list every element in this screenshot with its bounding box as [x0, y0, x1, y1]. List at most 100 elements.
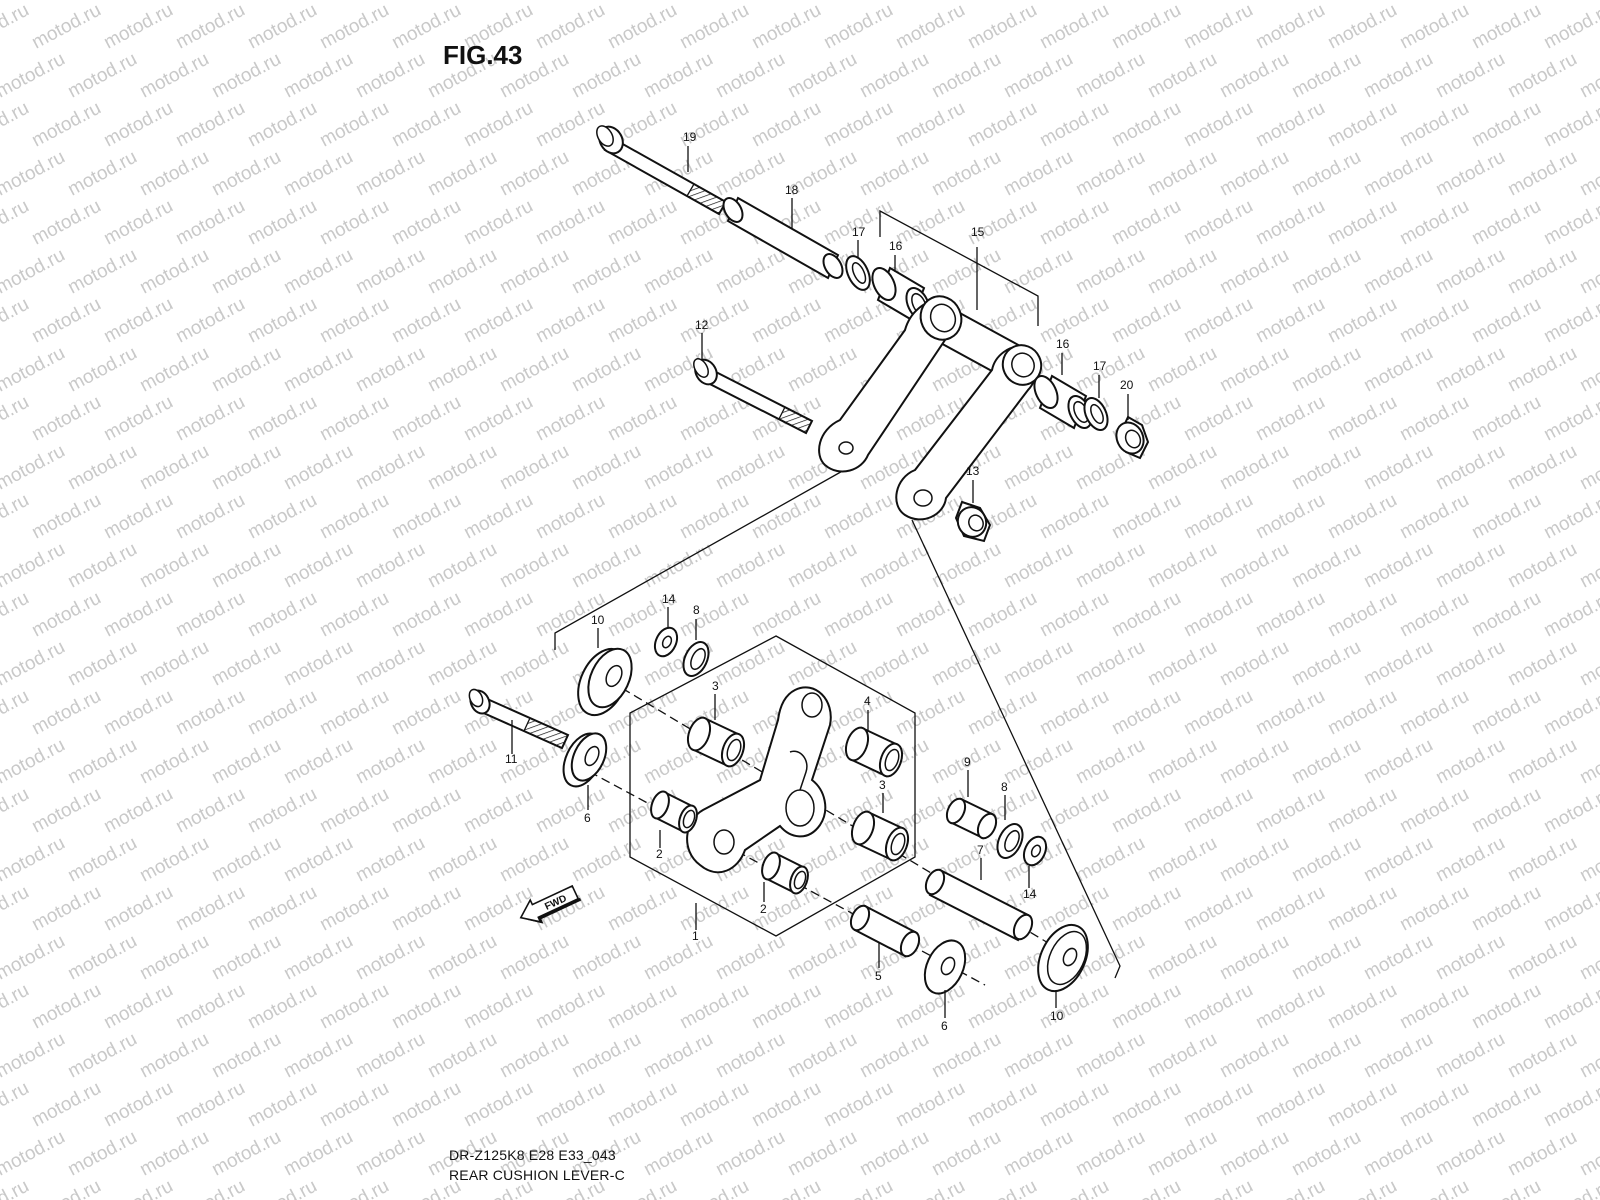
- watermark-text: motod.ru: [1144, 147, 1220, 201]
- watermark-text: motod.ru: [1252, 490, 1328, 544]
- watermark-text: motod.ru: [316, 196, 392, 250]
- watermark-text: motod.ru: [424, 735, 500, 789]
- watermark-text: motod.ru: [460, 588, 536, 642]
- watermark-text: motod.ru: [0, 1029, 69, 1083]
- watermark-text: motod.ru: [1180, 980, 1256, 1034]
- watermark-text: motod.ru: [1360, 735, 1436, 789]
- watermark-text: motod.ru: [0, 882, 33, 936]
- watermark-text: motod.ru: [208, 1029, 284, 1083]
- watermark-text: motod.ru: [1180, 588, 1256, 642]
- watermark-text: motod.ru: [1468, 392, 1544, 446]
- watermark-text: motod.ru: [1072, 343, 1148, 397]
- watermark-text: motod.ru: [460, 294, 536, 348]
- watermark-text: motod.ru: [712, 539, 788, 593]
- watermark-text: motod.ru: [1540, 490, 1600, 544]
- watermark-text: motod.ru: [424, 441, 500, 495]
- watermark-text: motod.ru: [1360, 1127, 1436, 1181]
- watermark-text: motod.ru: [892, 588, 968, 642]
- watermark-text: motod.ru: [748, 0, 824, 53]
- watermark-text: motod.ru: [1180, 392, 1256, 446]
- watermark-text: motod.ru: [352, 343, 428, 397]
- watermark-text: motod.ru: [1360, 833, 1436, 887]
- watermark-text: motod.ru: [424, 245, 500, 299]
- watermark-text: motod.ru: [568, 0, 644, 4]
- watermark-text: motod.ru: [1540, 588, 1600, 642]
- callout-2b: 2: [760, 902, 767, 916]
- watermark-text: motod.ru: [424, 147, 500, 201]
- watermark-text: motod.ru: [136, 735, 212, 789]
- watermark-text: motod.ru: [280, 931, 356, 985]
- watermark-text: motod.ru: [280, 147, 356, 201]
- watermark-text: motod.ru: [100, 0, 176, 53]
- watermark-text: motod.ru: [172, 882, 248, 936]
- watermark-text: motod.ru: [1396, 196, 1472, 250]
- watermark-text: motod.ru: [460, 1078, 536, 1132]
- callout-2: 2: [656, 847, 663, 861]
- watermark-text: motod.ru: [1360, 343, 1436, 397]
- watermark-text: motod.ru: [1432, 245, 1508, 299]
- watermark-text: motod.ru: [676, 882, 752, 936]
- watermark-text: motod.ru: [28, 196, 104, 250]
- watermark-text: motod.ru: [1252, 588, 1328, 642]
- watermark-text: motod.ru: [64, 343, 140, 397]
- watermark-text: motod.ru: [280, 1127, 356, 1181]
- watermark-text: motod.ru: [64, 735, 140, 789]
- watermark-text: motod.ru: [1036, 1176, 1112, 1200]
- callout-6: 6: [584, 811, 591, 825]
- watermark-text: motod.ru: [1432, 147, 1508, 201]
- watermark-text: motod.ru: [1252, 1176, 1328, 1200]
- watermark-text: motod.ru: [100, 294, 176, 348]
- watermark-text: motod.ru: [820, 0, 896, 53]
- watermark-text: motod.ru: [568, 441, 644, 495]
- watermark-text: motod.ru: [1432, 637, 1508, 691]
- watermark-text: motod.ru: [1432, 441, 1508, 495]
- watermark-text: motod.ru: [1576, 147, 1600, 201]
- watermark-text: motod.ru: [928, 539, 1004, 593]
- watermark-text: motod.ru: [1036, 1078, 1112, 1132]
- watermark-text: motod.ru: [1108, 588, 1184, 642]
- watermark-text: motod.ru: [1072, 1127, 1148, 1181]
- callout-17: 17: [852, 225, 866, 239]
- watermark-text: motod.ru: [1000, 735, 1076, 789]
- watermark-text: motod.ru: [244, 0, 320, 53]
- watermark-text: motod.ru: [1180, 1078, 1256, 1132]
- watermark-text: motod.ru: [784, 0, 860, 4]
- part-12-bolt: [693, 358, 814, 435]
- watermark-text: motod.ru: [1396, 392, 1472, 446]
- watermark-text: motod.ru: [208, 343, 284, 397]
- watermark-text: motod.ru: [1036, 0, 1112, 53]
- watermark-text: motod.ru: [280, 343, 356, 397]
- watermark-text: motod.ru: [1216, 539, 1292, 593]
- watermark-text: motod.ru: [1000, 1127, 1076, 1181]
- fwd-arrow-icon: FWD: [519, 884, 582, 924]
- watermark-text: motod.ru: [1108, 490, 1184, 544]
- watermark-text: motod.ru: [532, 490, 608, 544]
- watermark-text: motod.ru: [1216, 1127, 1292, 1181]
- watermark-text: motod.ru: [712, 1029, 788, 1083]
- watermark-text: motod.ru: [712, 0, 788, 4]
- part-7-sleeve: [924, 868, 1034, 942]
- watermark-text: motod.ru: [784, 1127, 860, 1181]
- watermark-text: motod.ru: [1072, 735, 1148, 789]
- watermark-text: motod.ru: [496, 0, 572, 4]
- watermark-text: motod.ru: [0, 1078, 33, 1132]
- watermark-text: motod.ru: [244, 98, 320, 152]
- watermark-text: motod.ru: [640, 245, 716, 299]
- watermark-text: motod.ru: [352, 245, 428, 299]
- watermark-text: motod.ru: [1000, 147, 1076, 201]
- watermark-text: motod.ru: [748, 490, 824, 544]
- watermark-text: motod.ru: [388, 1078, 464, 1132]
- watermark-text: motod.ru: [0, 196, 33, 250]
- watermark-text: motod.ru: [316, 686, 392, 740]
- watermark-text: motod.ru: [388, 392, 464, 446]
- watermark-text: motod.ru: [1216, 931, 1292, 985]
- watermark-text: motod.ru: [1288, 833, 1364, 887]
- watermark-text: motod.ru: [244, 784, 320, 838]
- watermark-text: motod.ru: [388, 882, 464, 936]
- watermark-text: motod.ru: [1216, 0, 1292, 4]
- callout-11: 11: [505, 752, 518, 766]
- watermark-text: motod.ru: [1108, 686, 1184, 740]
- watermark-text: motod.ru: [244, 1176, 320, 1200]
- watermark-text: motod.ru: [712, 441, 788, 495]
- figure-code: DR-Z125K8 E28 E33_043: [449, 1147, 616, 1163]
